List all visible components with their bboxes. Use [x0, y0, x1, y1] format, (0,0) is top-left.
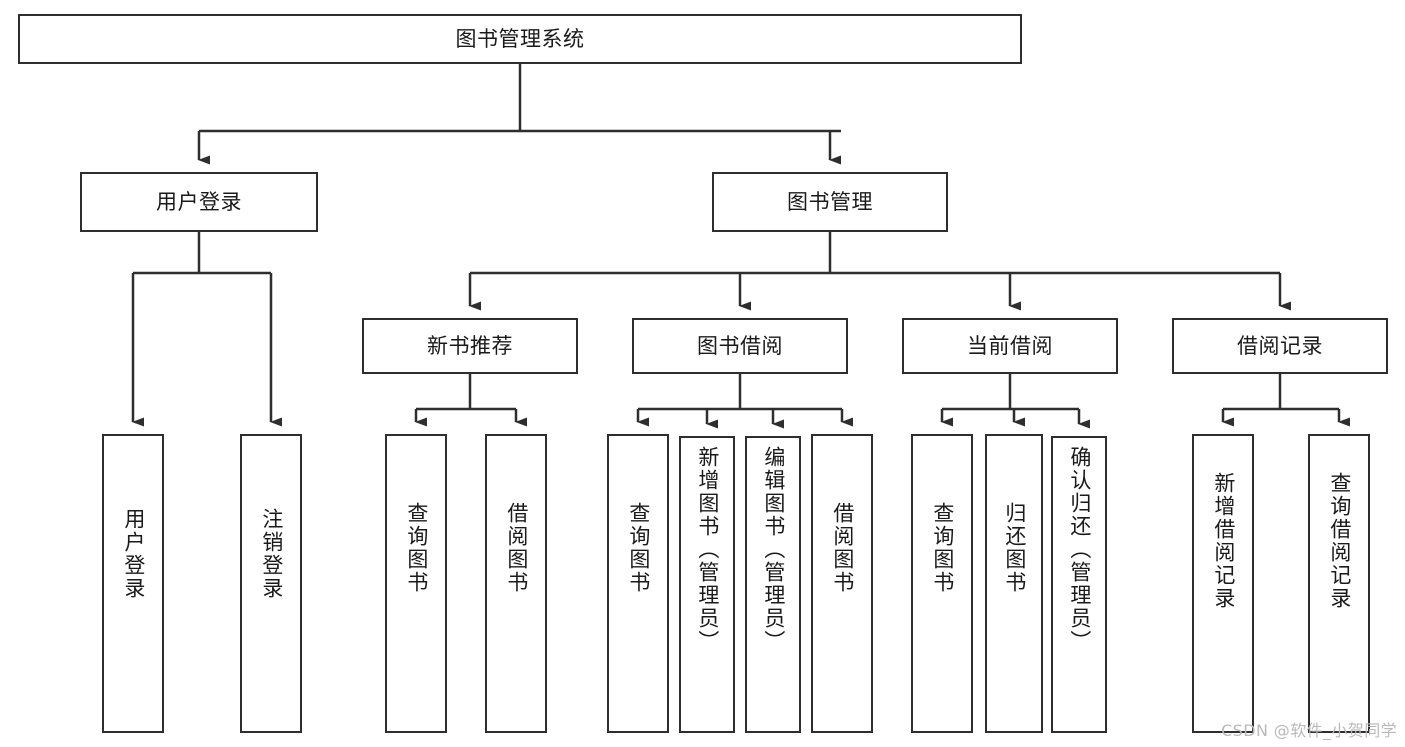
node-user-login-label: 用户登录 — [156, 189, 242, 214]
node-borrow-record-label: 借阅记录 — [1237, 333, 1323, 358]
node-new-book-rec[interactable]: 新书推荐 — [362, 318, 578, 374]
node-leaf-return-book-label: 归还图书 — [1002, 502, 1027, 594]
node-leaf-add-book-label: 新增图书（管理员） — [695, 446, 720, 653]
node-leaf-add-record[interactable]: 新增借阅记录 — [1192, 434, 1254, 733]
node-leaf-query-record[interactable]: 查询借阅记录 — [1308, 434, 1370, 733]
node-new-book-rec-label: 新书推荐 — [427, 333, 513, 358]
node-borrow-record[interactable]: 借阅记录 — [1172, 318, 1388, 374]
node-leaf-user-login-label: 用户登录 — [121, 508, 146, 600]
node-leaf-add-record-label: 新增借阅记录 — [1211, 472, 1236, 610]
node-leaf-add-book[interactable]: 新增图书（管理员） — [679, 436, 735, 733]
node-book-manage[interactable]: 图书管理 — [712, 172, 948, 232]
node-leaf-query-book-rec-label: 查询图书 — [404, 502, 429, 594]
node-book-borrow-label: 图书借阅 — [697, 333, 783, 358]
node-leaf-query-book-cur[interactable]: 查询图书 — [911, 434, 973, 733]
csdn-watermark: CSDN @软件_小贺同学 — [1221, 721, 1397, 740]
node-root-label: 图书管理系统 — [455, 26, 585, 51]
node-leaf-confirm-return-label: 确认归还（管理员） — [1067, 446, 1092, 653]
node-leaf-borrow-book-label: 借阅图书 — [830, 502, 855, 594]
node-leaf-query-book-borrow-label: 查询图书 — [626, 502, 651, 594]
node-user-login[interactable]: 用户登录 — [80, 172, 318, 232]
node-leaf-query-book-cur-label: 查询图书 — [930, 502, 955, 594]
node-leaf-confirm-return[interactable]: 确认归还（管理员） — [1051, 436, 1107, 733]
node-book-manage-label: 图书管理 — [787, 189, 873, 214]
node-leaf-query-book-rec[interactable]: 查询图书 — [385, 434, 447, 733]
node-current-borrow-label: 当前借阅 — [967, 333, 1053, 358]
node-leaf-user-logout[interactable]: 注销登录 — [240, 434, 302, 733]
node-leaf-query-record-label: 查询借阅记录 — [1327, 472, 1352, 610]
node-leaf-query-book-borrow[interactable]: 查询图书 — [607, 434, 669, 733]
node-leaf-edit-book-label: 编辑图书（管理员） — [761, 446, 786, 653]
node-book-borrow[interactable]: 图书借阅 — [632, 318, 848, 374]
node-root[interactable]: 图书管理系统 — [18, 14, 1022, 64]
node-leaf-borrow-book[interactable]: 借阅图书 — [811, 434, 873, 733]
node-leaf-user-logout-label: 注销登录 — [259, 508, 284, 600]
node-current-borrow[interactable]: 当前借阅 — [902, 318, 1118, 374]
node-leaf-user-login[interactable]: 用户登录 — [102, 434, 164, 733]
node-leaf-return-book[interactable]: 归还图书 — [985, 434, 1043, 733]
node-leaf-borrow-book-rec[interactable]: 借阅图书 — [485, 434, 547, 733]
node-leaf-edit-book[interactable]: 编辑图书（管理员） — [745, 436, 801, 733]
node-leaf-borrow-book-rec-label: 借阅图书 — [504, 502, 529, 594]
